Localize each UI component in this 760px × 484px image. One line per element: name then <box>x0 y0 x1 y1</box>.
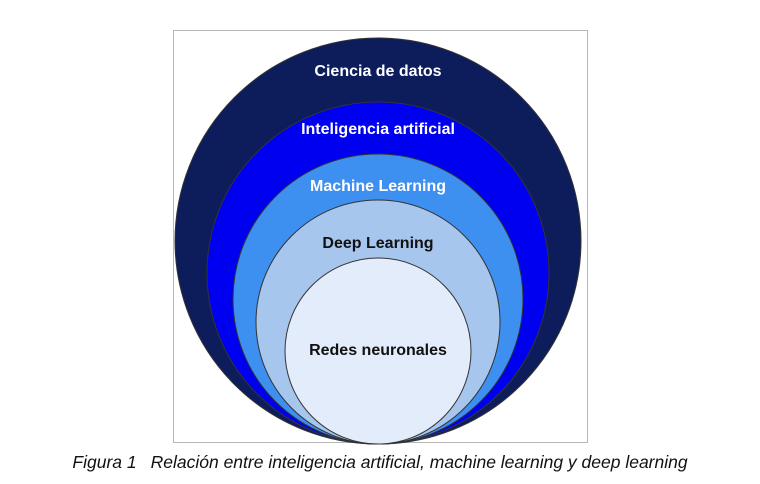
figure-caption: Figura 1 Relación entre inteligencia arti… <box>0 452 760 473</box>
label-inteligencia-artificial: Inteligencia artificial <box>301 121 455 138</box>
label-ciencia-de-datos: Ciencia de datos <box>314 63 441 80</box>
caption-text: Relación entre inteligencia artificial, … <box>150 452 688 472</box>
label-redes-neuronales: Redes neuronales <box>309 342 447 359</box>
label-deep-learning: Deep Learning <box>322 235 433 252</box>
label-machine-learning: Machine Learning <box>310 178 446 195</box>
caption-number: Figura 1 <box>72 452 137 472</box>
circle-redes-neuronales <box>284 257 472 445</box>
